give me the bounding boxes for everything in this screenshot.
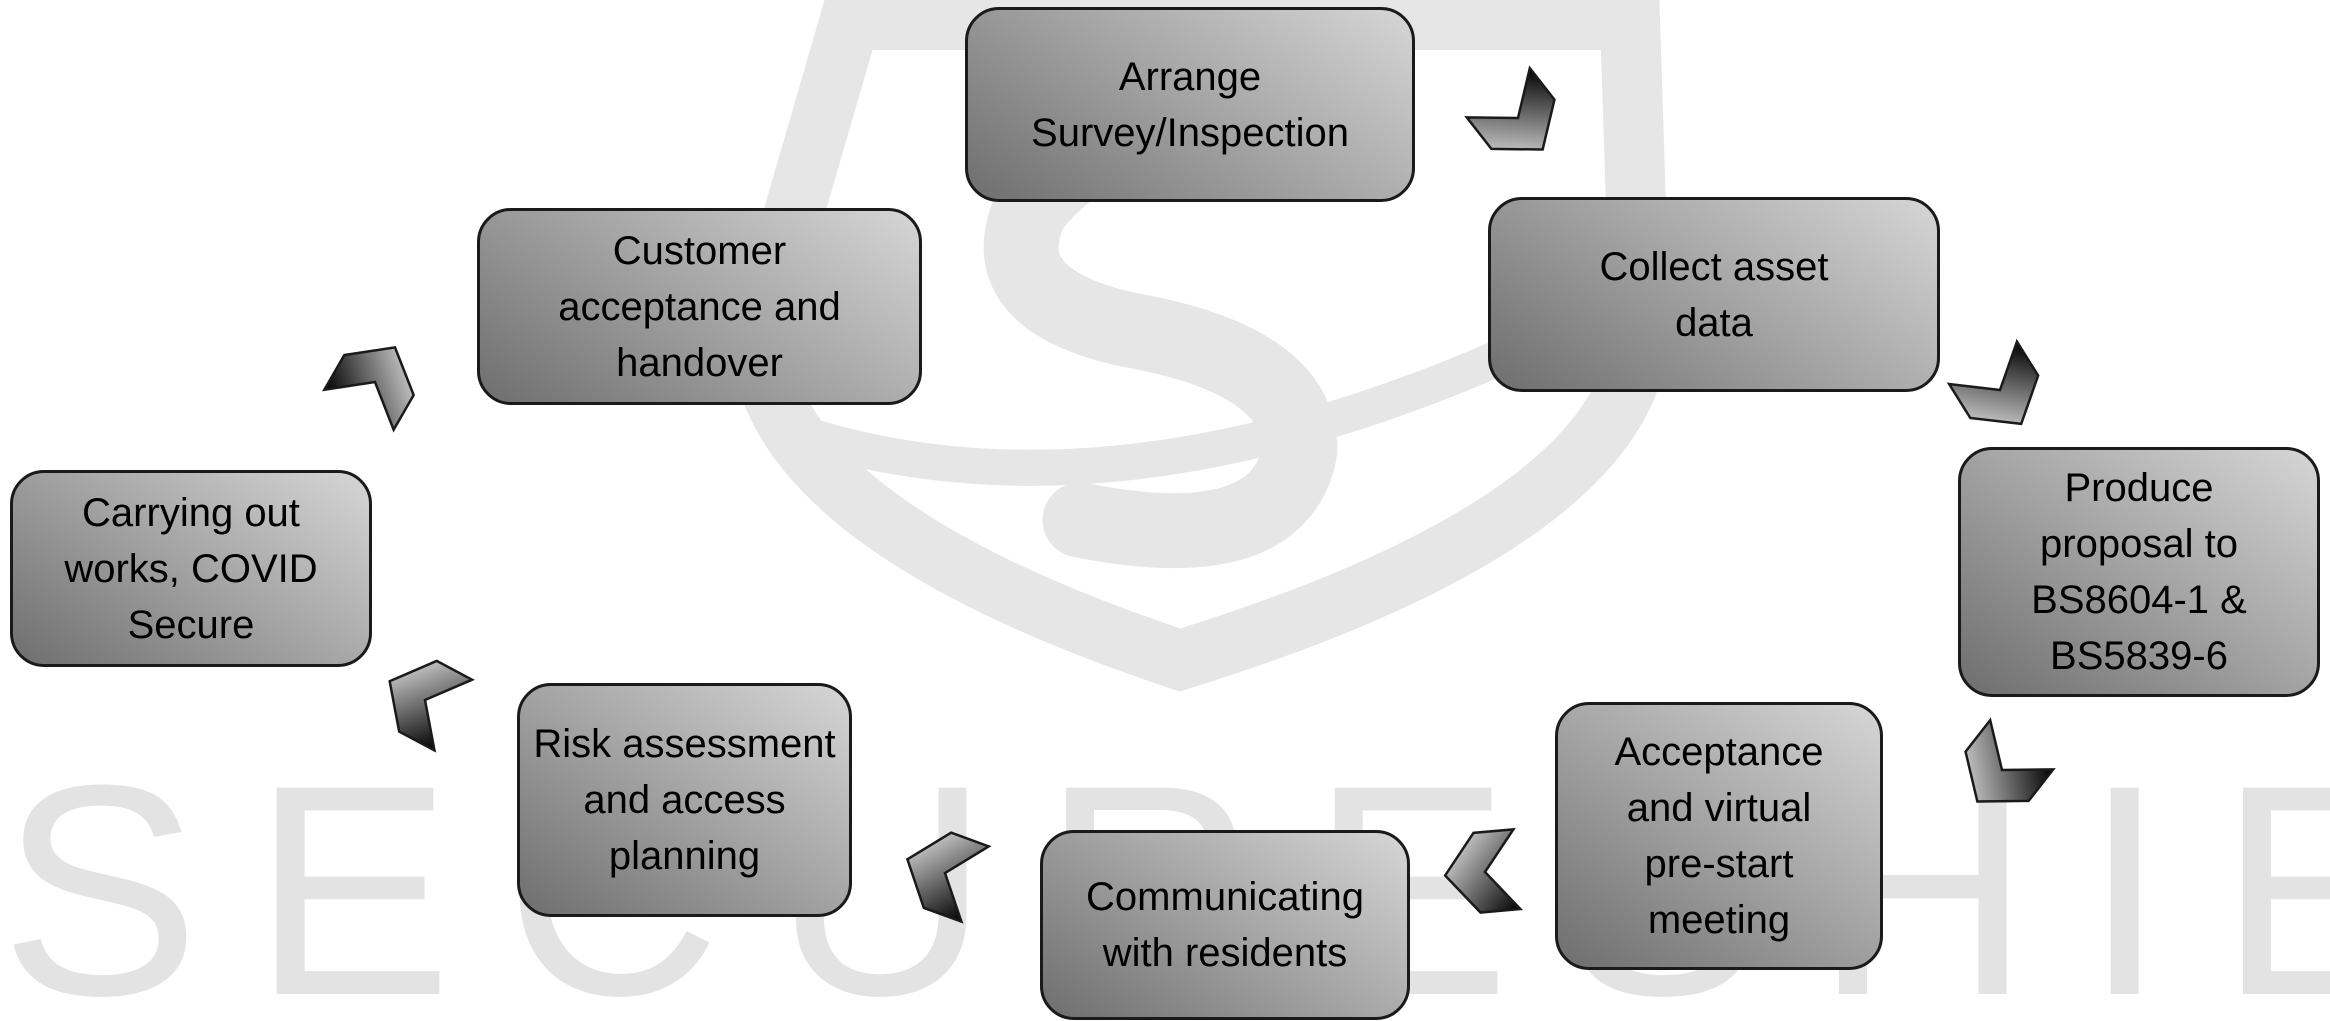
chevron-arrow-icon — [1465, 66, 1576, 176]
chevron-arrow-icon — [369, 644, 474, 752]
step-collect-asset-data: Collect asset data — [1488, 197, 1940, 392]
chevron-arrow-icon — [1947, 340, 2057, 447]
step-acceptance-meeting: Acceptance and virtual pre-start meeting — [1555, 702, 1883, 970]
step-communicating: Communicating with residents — [1040, 830, 1410, 1020]
step-produce-proposal: Produce proposal to BS8604-1 & BS5839-6 — [1958, 447, 2320, 697]
chevron-arrow-icon — [1440, 828, 1522, 917]
step-arrange-survey: Arrange Survey/Inspection — [965, 7, 1415, 202]
step-label: Customer acceptance and handover — [558, 228, 841, 385]
shield-swoosh — [772, 312, 1578, 486]
step-label: Risk assessment and access planning — [533, 722, 836, 878]
step-label: Communicating with residents — [1086, 875, 1364, 975]
step-label: Carrying out works, COVID Secure — [64, 490, 318, 647]
step-label: Acceptance and virtual pre-start meeting — [1614, 730, 1824, 942]
step-label: Produce proposal to BS8604-1 & BS5839-6 — [2031, 466, 2247, 678]
step-risk-assessment: Risk assessment and access planning — [517, 683, 852, 917]
step-label: Collect asset data — [1599, 244, 1829, 345]
chevron-arrow-icon — [323, 326, 431, 431]
step-label: Arrange Survey/Inspection — [1031, 54, 1349, 155]
step-carrying-out-works: Carrying out works, COVID Secure — [10, 470, 372, 667]
chevron-arrow-icon — [1944, 718, 2055, 828]
step-customer-acceptance: Customer acceptance and handover — [477, 208, 922, 405]
chevron-arrow-icon — [892, 820, 991, 923]
